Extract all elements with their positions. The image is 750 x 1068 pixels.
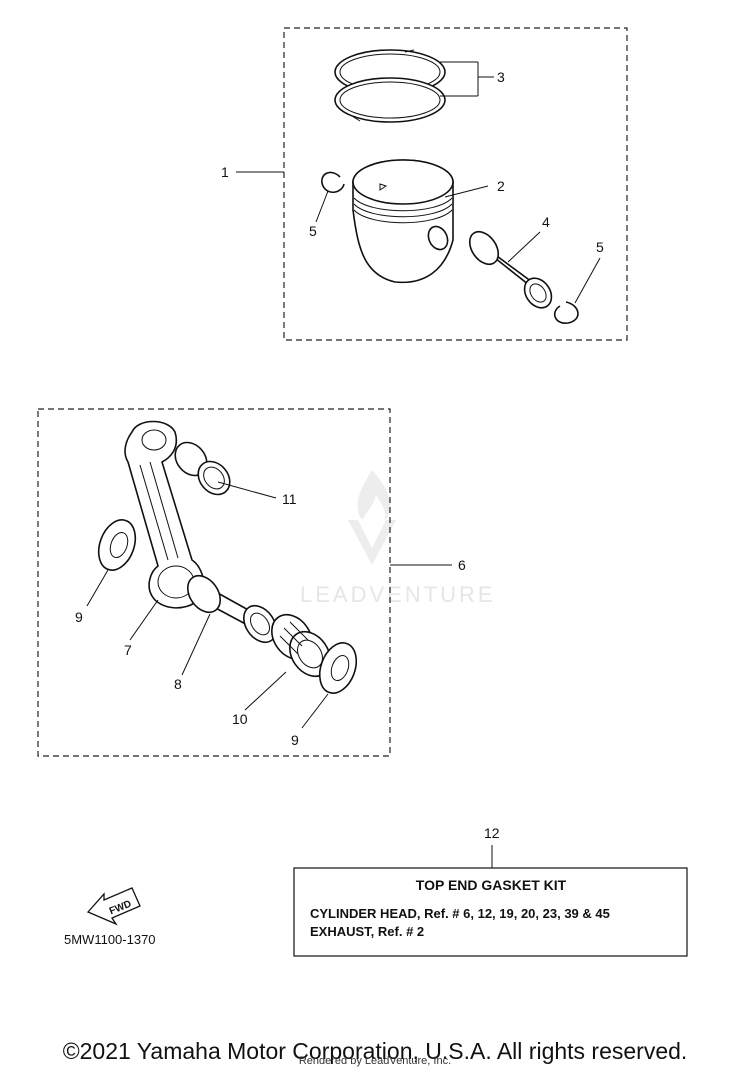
- circlip-left: [321, 171, 345, 193]
- crank-pin: [186, 574, 278, 644]
- thrust-washer-left: [97, 519, 137, 571]
- gasket-kit-note-box: [293, 867, 688, 957]
- watermark-flame-icon: [357, 470, 391, 522]
- callout-5-right: 5: [596, 239, 604, 255]
- callout-9-right: 9: [291, 732, 299, 748]
- callout-8: 8: [174, 676, 182, 692]
- callout-5-top: 5: [309, 223, 317, 239]
- watermark-v-icon: [348, 520, 396, 565]
- watermark-text: LEADVENTURE: [300, 582, 496, 607]
- piston-pin: [468, 230, 553, 309]
- callout-6: 6: [458, 557, 466, 573]
- rendered-by-text: Rendered by LeadVenture, Inc.: [299, 1055, 451, 1067]
- callout-9-left: 9: [75, 609, 83, 625]
- callout-7: 7: [124, 642, 132, 658]
- note-line-1: CYLINDER HEAD, Ref. # 6, 12, 19, 20, 23,…: [310, 906, 610, 921]
- note-title: TOP END GASKET KIT: [416, 877, 567, 893]
- piston: [352, 159, 454, 284]
- piston-ring-set: [334, 49, 446, 123]
- callout-3: 3: [497, 69, 505, 85]
- thrust-washer-right: [318, 642, 358, 694]
- copyright-text: ©2021 Yamaha Motor Corporation, U.S.A. A…: [63, 1038, 688, 1064]
- callout-11: 11: [282, 491, 297, 507]
- crank-kit-group-box: [37, 408, 391, 757]
- callout-2: 2: [497, 178, 505, 194]
- piston-kit-group-box: [283, 27, 628, 341]
- circlip-right: [553, 301, 579, 324]
- big-end-bearing: [271, 613, 331, 678]
- callout-10: 10: [232, 711, 248, 727]
- note-line-2: EXHAUST, Ref. # 2: [310, 924, 424, 939]
- callout-12: 12: [484, 825, 500, 841]
- leadventure-watermark: LEADVENTURE: [300, 470, 496, 607]
- callout-1: 1: [221, 164, 229, 180]
- diagram-code: 5MW1100-1370: [64, 932, 156, 947]
- callout-4: 4: [542, 214, 550, 230]
- small-end-bearing: [174, 441, 231, 496]
- fwd-arrow-icon: FWD: [86, 887, 141, 926]
